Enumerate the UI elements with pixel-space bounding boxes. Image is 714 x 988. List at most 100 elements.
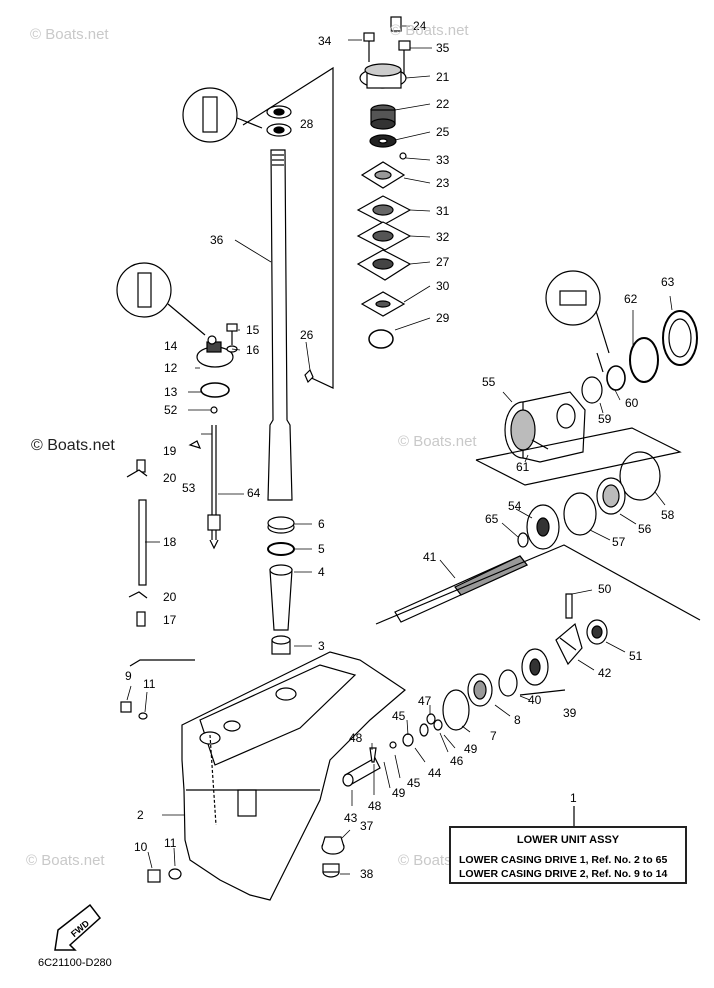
- pinion-37: [321, 836, 345, 855]
- needle-bearing-3: [271, 635, 291, 655]
- callout-leaders: [126, 25, 673, 875]
- gasket-32: [356, 221, 412, 251]
- seal-63: [662, 310, 698, 366]
- bracket-line-60: [596, 352, 604, 373]
- plate-31: [356, 195, 412, 225]
- oil-seals: [266, 105, 292, 137]
- callout-43: 43: [344, 811, 358, 825]
- callout-31: 31: [436, 204, 450, 218]
- cam-follower-43: [342, 757, 381, 787]
- pin-45: [389, 741, 397, 749]
- bracket-line-shaft: [242, 66, 334, 389]
- callout-46: 46: [450, 754, 464, 768]
- callout-2: 2: [137, 808, 144, 822]
- gear-54: [526, 504, 560, 550]
- washer-11b: [168, 868, 182, 880]
- callout-35: 35: [436, 41, 450, 55]
- legend-line-1: LOWER CASING DRIVE 1, Ref. No. 2 to 65: [459, 854, 668, 866]
- callout-47: 47: [418, 694, 432, 708]
- callout-54: 54: [508, 499, 522, 513]
- fwd-arrow: [54, 903, 102, 951]
- callout-16: 16: [246, 343, 260, 357]
- callout-29: 29: [436, 311, 450, 325]
- legend-line-2: LOWER CASING DRIVE 2, Ref. No. 9 to 14: [459, 868, 668, 880]
- callout-22: 22: [436, 97, 450, 111]
- watermark: © Boats.net: [390, 22, 469, 39]
- ball-49a: [433, 719, 443, 731]
- impeller: [369, 134, 397, 148]
- callout-25: 25: [436, 125, 450, 139]
- shim-5: [267, 542, 295, 556]
- callout-40: 40: [528, 693, 542, 707]
- callout-32: 32: [436, 230, 450, 244]
- callout-56: 56: [638, 522, 652, 536]
- callout-28: 28: [300, 117, 314, 131]
- callout-53: 53: [182, 481, 196, 495]
- bolt-35: [398, 40, 411, 74]
- callout-12: 12: [164, 361, 178, 375]
- callout-6: 6: [318, 517, 325, 531]
- gasket-23: [360, 161, 406, 189]
- legend-box: LOWER UNIT ASSY LOWER CASING DRIVE 1, Re…: [449, 826, 687, 884]
- callout-15: 15: [246, 323, 260, 337]
- callout-19: 19: [163, 444, 177, 458]
- callout-4: 4: [318, 565, 325, 579]
- callout-65: 65: [485, 512, 499, 526]
- water-tube: [126, 459, 148, 627]
- callout-38: 38: [360, 867, 374, 881]
- callout-11b: 11: [164, 836, 177, 850]
- bolt-34: [363, 32, 375, 62]
- callout-1: 1: [570, 791, 577, 805]
- pump-housing: [359, 63, 407, 89]
- callout-36: 36: [210, 233, 224, 247]
- bearing-56: [596, 477, 626, 515]
- shim-7: [442, 689, 470, 731]
- bearing-40b: [498, 669, 518, 697]
- callout-11a: 11: [143, 677, 156, 691]
- bolt-9: [120, 701, 132, 713]
- callout-26: 26: [300, 328, 314, 342]
- o-ring-58: [619, 451, 661, 501]
- pin-50: [565, 593, 573, 619]
- o-ring-52: [210, 406, 218, 414]
- callout-27: 27: [436, 255, 450, 269]
- callout-52: 52: [164, 403, 178, 417]
- watermark: © Boats.net: [26, 852, 105, 869]
- callout-7: 7: [490, 729, 497, 743]
- pin-24: [390, 16, 402, 32]
- spring-51: [586, 619, 608, 645]
- callout-9: 9: [125, 669, 132, 683]
- callout-61: 61: [516, 460, 530, 474]
- bracket-line-9: [129, 659, 195, 667]
- callout-62: 62: [624, 292, 638, 306]
- lower-casing: [181, 651, 406, 901]
- callout-18: 18: [163, 535, 177, 549]
- shift-rod: [207, 425, 221, 550]
- shift-linkage-12: [196, 335, 234, 368]
- bearing-8: [467, 673, 493, 707]
- callout-30: 30: [436, 279, 450, 293]
- key-pin-33: [399, 152, 407, 160]
- watermark: © Boats.net: [30, 26, 109, 43]
- bracket-line-39: [519, 689, 566, 696]
- watermark-dark: © Boats.net: [31, 437, 115, 454]
- callout-49b: 49: [392, 786, 406, 800]
- bearing-housing-55: [504, 391, 586, 463]
- circlip-62: [629, 337, 659, 383]
- bracket-line-right-top: [475, 427, 682, 486]
- callout-57: 57: [612, 535, 626, 549]
- shim-57: [563, 492, 597, 536]
- callout-44: 44: [428, 766, 442, 780]
- callout-48b: 48: [368, 799, 382, 813]
- callout-20a: 20: [163, 471, 177, 485]
- shim-65: [517, 532, 529, 548]
- washer-11: [138, 712, 148, 720]
- bracket-line-61: [531, 439, 549, 450]
- washer-44: [402, 733, 414, 747]
- callout-13: 13: [164, 385, 178, 399]
- bracket-line-shaft-lower: [375, 544, 701, 625]
- callout-8: 8: [514, 713, 521, 727]
- callout-21: 21: [436, 70, 450, 84]
- callout-45a: 45: [392, 709, 406, 723]
